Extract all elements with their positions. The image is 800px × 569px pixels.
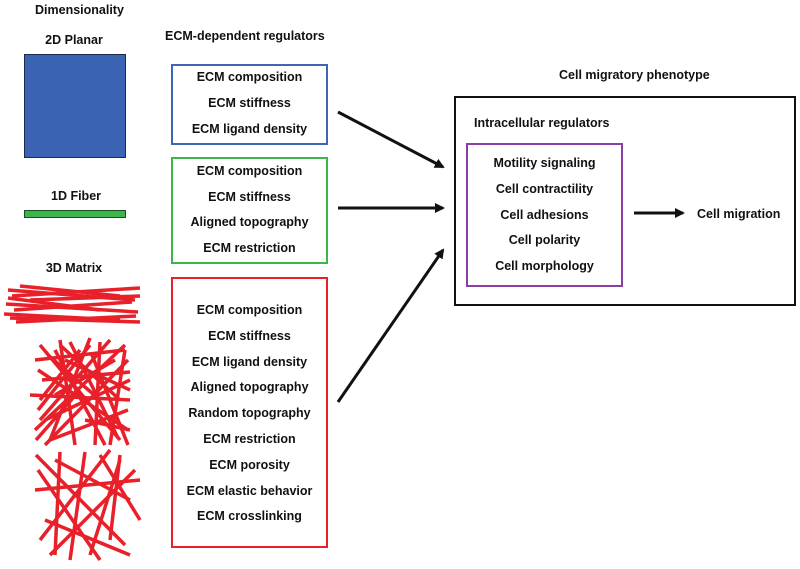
- regulator-item: ECM elastic behavior: [186, 483, 313, 498]
- matrix-fiber-stroke: [108, 454, 122, 541]
- regulator-item: ECM composition: [196, 303, 303, 317]
- arrow-planar-to-phenotype: [337, 110, 445, 169]
- fiber-bar: [24, 210, 126, 218]
- regulator-item: ECM composition: [196, 164, 303, 178]
- matrix-fiber-stroke: [93, 341, 102, 446]
- regulator-item: ECM ligand density: [191, 354, 308, 369]
- matrix-fiber-stroke: [36, 343, 92, 412]
- regulator-item: Cell adhesions: [500, 207, 589, 222]
- matrix-fiber-stroke: [54, 358, 116, 397]
- regulator-item: ECM stiffness: [208, 189, 291, 204]
- regulator-item: Random topography: [188, 406, 311, 421]
- matrix-fiber-stroke: [53, 451, 62, 556]
- matrix-fibers: [3, 284, 142, 561]
- matrix-fiber-stroke: [34, 388, 82, 442]
- matrix-fiber-stroke: [7, 296, 101, 312]
- matrix-fiber-stroke: [15, 314, 137, 324]
- phenotype-title: Cell migratory phenotype: [559, 68, 710, 82]
- matrix-fiber-stroke: [48, 468, 137, 557]
- matrix-fiber-stroke: [38, 448, 112, 542]
- matrix-fiber-stroke: [68, 451, 87, 561]
- matrix-fiber-stroke: [29, 294, 141, 302]
- planar-label: 2D Planar: [45, 33, 103, 47]
- arrow-matrix-to-phenotype: [336, 248, 445, 403]
- regulator-item: ECM stiffness: [208, 328, 291, 343]
- matrix-fiber-stroke: [19, 284, 121, 298]
- matrix-fiber-stroke: [44, 518, 131, 557]
- regulator-item: Motility signaling: [493, 156, 596, 170]
- cell-migration-label: Cell migration: [697, 207, 781, 221]
- matrix-fiber-stroke: [54, 458, 131, 502]
- regulator-item: Aligned topography: [190, 215, 309, 229]
- regulator-item: ECM restriction: [203, 240, 296, 255]
- matrix-fiber-stroke: [36, 469, 102, 561]
- regulator-item: Aligned topography: [190, 380, 309, 395]
- matrix-fiber-stroke: [98, 454, 142, 521]
- regulator-item: Cell morphology: [495, 259, 594, 274]
- regulator-item: ECM restriction: [203, 432, 296, 446]
- dimensionality-title: Dimensionality: [35, 3, 124, 17]
- ecm-regulators-title: ECM-dependent regulators: [165, 29, 325, 43]
- matrix-fiber-stroke: [46, 353, 102, 402]
- intracellular-title: Intracellular regulators: [474, 116, 610, 130]
- matrix-fiber-stroke: [88, 459, 122, 556]
- planar-square: [24, 54, 126, 158]
- regulator-item: Cell contractility: [495, 181, 594, 196]
- matrix-fiber-stroke: [108, 349, 127, 446]
- fiber-label: 1D Fiber: [50, 189, 102, 203]
- regulator-item: ECM crosslinking: [197, 509, 302, 524]
- regulator-item: Cell polarity: [508, 233, 581, 248]
- regulator-item: ECM porosity: [209, 457, 290, 472]
- phenotype-box: [454, 96, 796, 306]
- regulator-item: ECM ligand density: [191, 122, 308, 136]
- matrix-label: 3D Matrix: [45, 261, 103, 275]
- regulator-item: ECM composition: [196, 70, 303, 84]
- regulator-item: ECM stiffness: [208, 96, 291, 110]
- matrix-fiber-stroke: [33, 343, 127, 432]
